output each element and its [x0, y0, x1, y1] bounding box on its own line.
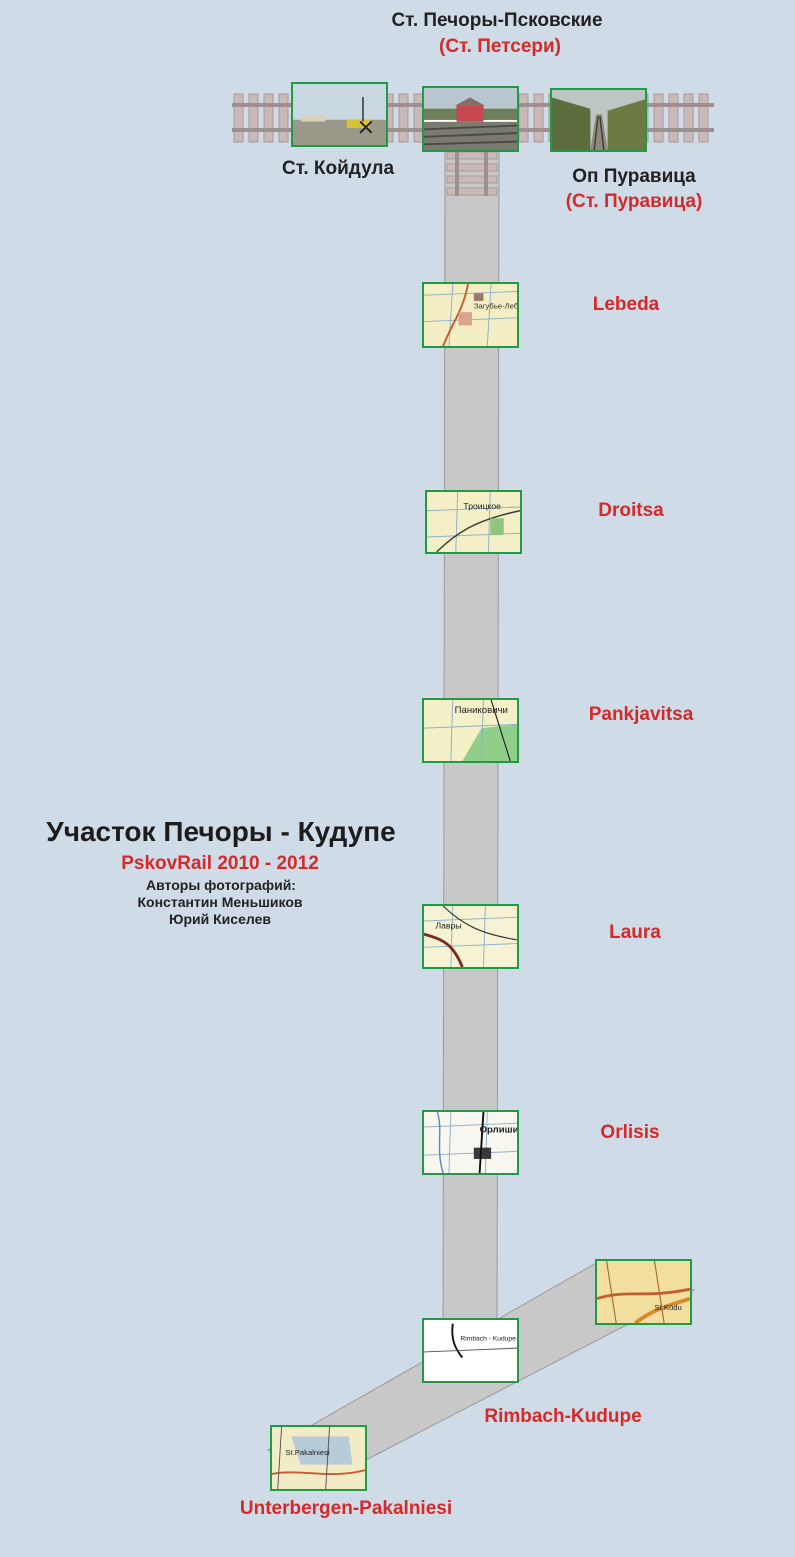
rail-sleeper: [398, 93, 409, 143]
section-subtitle: PskovRail 2010 - 2012: [121, 853, 319, 874]
rail-sleeper: [248, 93, 259, 143]
stop-label-laura: Laura: [609, 922, 661, 943]
rail-sleeper: [263, 93, 274, 143]
rail-sleeper: [653, 93, 664, 143]
stop-label-rimbach-kudupe: Rimbach-Kudupe: [484, 1406, 642, 1427]
photo-pechory-pskovskie[interactable]: [422, 86, 519, 152]
map-lebeda[interactable]: Загубье-Лебедь: [422, 282, 519, 348]
station-koidula-label: Ст. Койдула: [282, 158, 395, 179]
map-laura[interactable]: Лавры: [422, 904, 519, 969]
stop-label-lebeda: Lebeda: [592, 294, 660, 315]
stop-label-droitsa: Droitsa: [598, 500, 664, 521]
station-title-alt: (Ст. Петсери): [438, 36, 562, 57]
rail-sleeper: [446, 187, 498, 196]
rail-sleeper: [446, 151, 498, 160]
section-title: Участок Печоры - Кудупе: [46, 816, 396, 847]
stop-label-pankjavitsa: Pankjavitsa: [588, 704, 694, 725]
stop-label-orlisis: Orlisis: [600, 1122, 660, 1143]
rail-sleeper: [233, 93, 244, 143]
map-droitsa[interactable]: Троицкое: [425, 490, 522, 554]
photo-koidula[interactable]: [291, 82, 388, 147]
rail-sleeper: [533, 93, 544, 143]
map-kudupe-branch[interactable]: St.Kūdu: [595, 1259, 692, 1325]
station-title: Ст. Печоры-Псковские: [391, 10, 603, 31]
map-orlisis[interactable]: Орлиши: [422, 1110, 519, 1175]
map-unterbergen-pakalniesi-label: St.Pakalniesi: [285, 1448, 330, 1457]
map-pankjavitsa[interactable]: Паниковичи: [422, 698, 519, 763]
rail-sleeper: [446, 163, 498, 172]
map-lebeda-label: Загубье-Лебедь: [474, 301, 517, 310]
station-puravitsa-label: Оп Пуравица: [572, 166, 696, 187]
map-laura-label: Лавры: [436, 921, 462, 931]
author-2: Юрий Киселев: [169, 911, 271, 927]
map-droitsa-label: Троицкое: [463, 501, 501, 511]
stop-label-unterbergen-pakalniesi: Unterbergen-Pakalniesi: [239, 1498, 453, 1519]
author-1: Константин Меньшиков: [137, 894, 303, 910]
map-rimbach-kudupe-label: Rimbach - Kudupe: [460, 1336, 516, 1343]
map-rimbach-kudupe[interactable]: Rimbach - Kudupe: [422, 1318, 519, 1383]
map-orlisis-label: Орлиши: [480, 1125, 517, 1136]
rail-sleeper: [698, 93, 709, 143]
rail-track-vertical: [446, 148, 498, 196]
photo-puravitsa[interactable]: [550, 88, 647, 152]
map-unterbergen-pakalniesi[interactable]: St.Pakalniesi: [270, 1425, 367, 1491]
rail-sleeper: [446, 175, 498, 184]
station-puravitsa-label-alt: (Ст. Пуравица): [565, 191, 703, 212]
rail-sleeper: [518, 93, 529, 143]
authors-label: Авторы фотографий:: [146, 877, 296, 893]
rail-sleeper: [683, 93, 694, 143]
rail-sleeper: [278, 93, 289, 143]
map-pankjavitsa-label: Паниковичи: [455, 705, 508, 716]
rail-sleeper: [668, 93, 679, 143]
map-kudupe-branch-label: St.Kūdu: [655, 1303, 682, 1312]
